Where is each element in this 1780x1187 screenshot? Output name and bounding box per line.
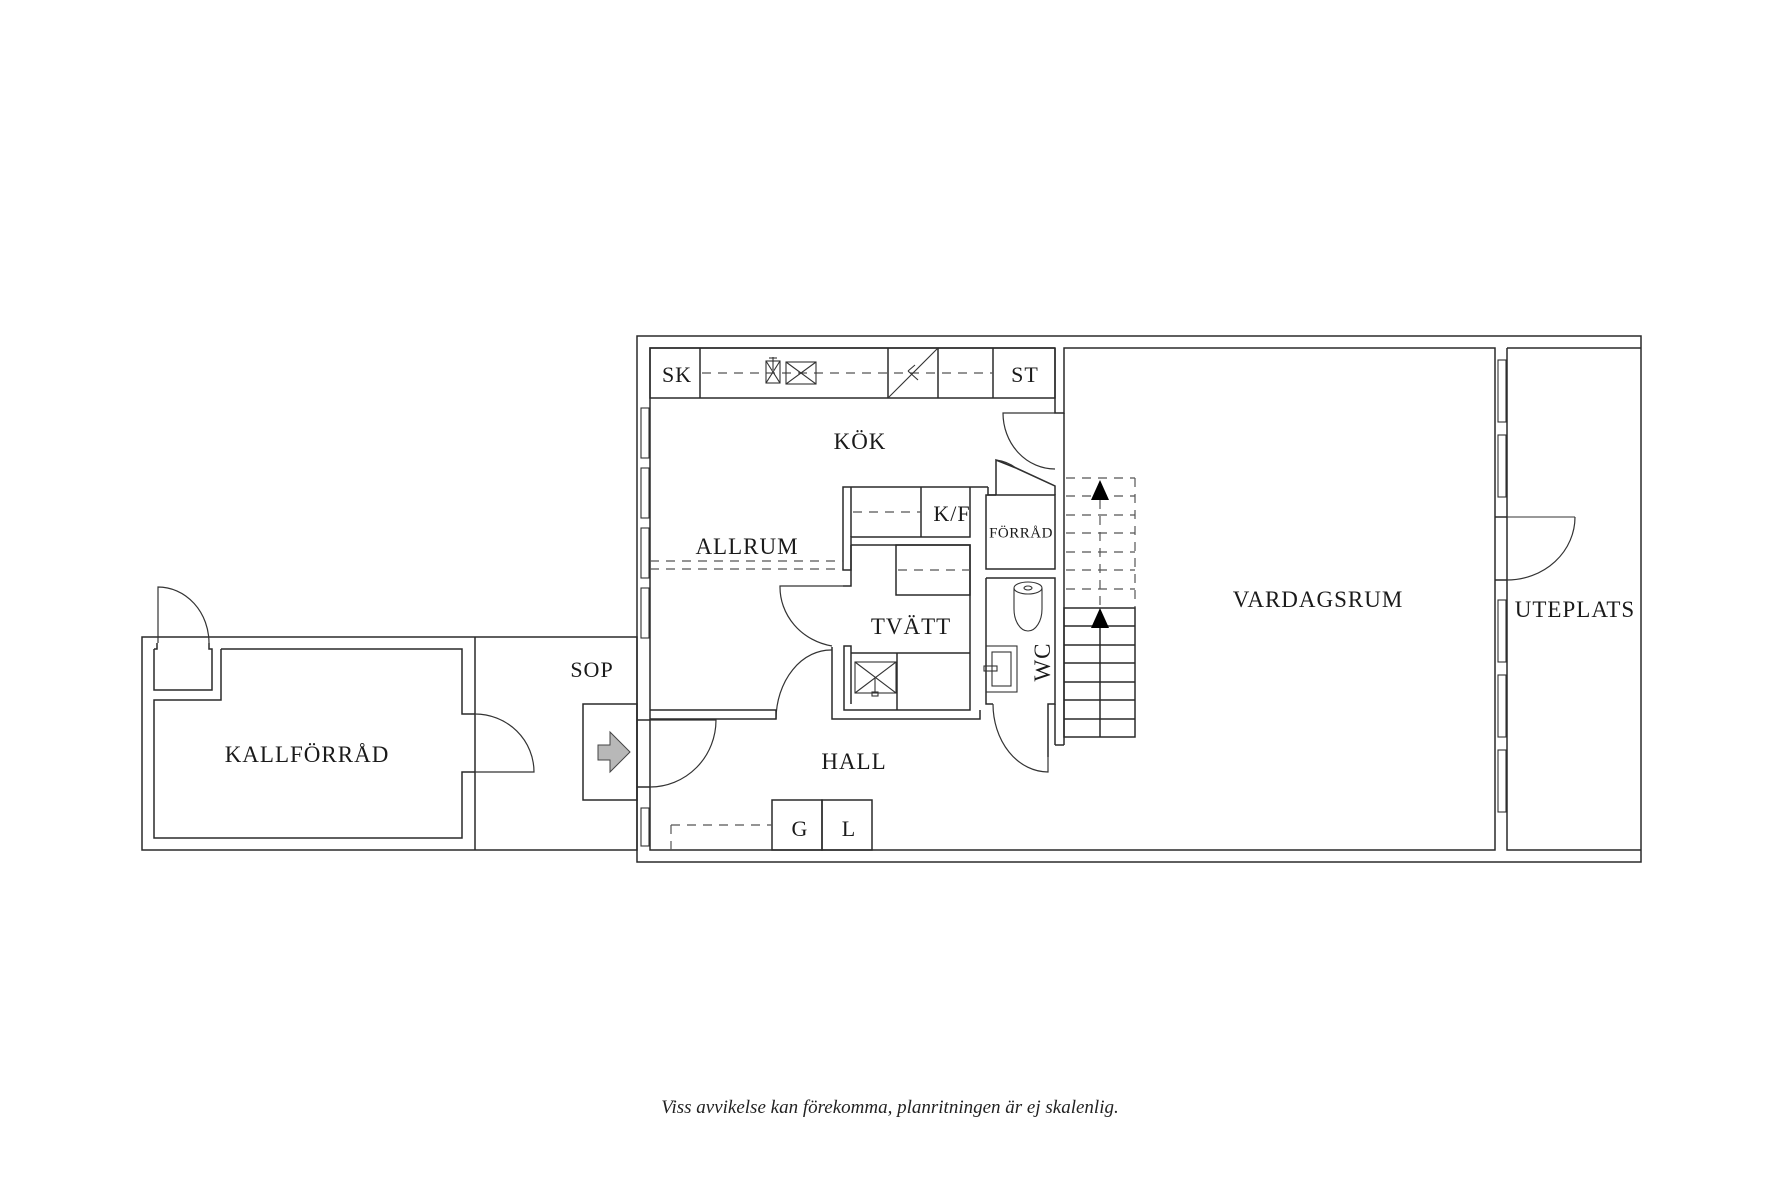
- room-label-living-room: VARDAGSRUM: [1232, 587, 1404, 612]
- kitchen-counter: [649, 347, 1056, 399]
- shower-icon: [854, 661, 897, 697]
- fixture-label-storage-cabinet: ST: [1011, 362, 1039, 387]
- toilet-icon: [1013, 581, 1043, 632]
- fridge-freezer-block: [842, 486, 996, 571]
- fixture-label-g: G: [791, 816, 809, 841]
- kitchen-door: [1002, 412, 1056, 470]
- fixture-label-sink-cabinet: SK: [661, 362, 693, 387]
- laundry-door: [779, 585, 843, 647]
- laundry-room-walls: [831, 544, 981, 720]
- wc-room: [985, 413, 1065, 757]
- sop-door: [157, 586, 210, 644]
- room-label-storage: FÖRRÅD: [989, 525, 1053, 542]
- storage-room: [985, 458, 1056, 570]
- entrance-arrow-icon: [597, 730, 631, 774]
- room-label-allrum: ALLRUM: [695, 534, 799, 559]
- room-label-sop: SOP: [570, 657, 614, 682]
- stair-up-arrow-icon: [1091, 480, 1109, 500]
- room-label-hall: HALL: [821, 749, 887, 774]
- hall-cabinets: [670, 799, 873, 851]
- disclaimer-caption: Viss avvikelse kan förekomma, planritnin…: [661, 1097, 1119, 1118]
- patio-door: [1495, 516, 1576, 581]
- allrum-hall-wall: [650, 709, 777, 720]
- kallforrad-door: [474, 713, 535, 773]
- sink-icon: [765, 357, 817, 385]
- sink-icon: [983, 645, 1018, 693]
- room-label-patio: UTEPLATS: [1514, 597, 1636, 622]
- storage-door: [995, 459, 1056, 487]
- fixture-label-fridge-freezer: K/F: [933, 501, 971, 526]
- room-label-kitchen: KÖK: [833, 429, 887, 454]
- outbuilding-walls: [141, 636, 638, 851]
- stove-icon: [887, 347, 939, 399]
- room-label-wc: WC: [1030, 642, 1055, 682]
- fixture-label-l: L: [841, 816, 857, 841]
- allrum-windows: [640, 407, 650, 847]
- allrum-door: [775, 649, 833, 720]
- vardagsrum-windows: [1497, 359, 1507, 813]
- wc-door: [992, 703, 1049, 773]
- room-label-laundry: TVÄTT: [870, 614, 952, 639]
- main-house-walls: [636, 335, 1642, 863]
- room-label-kallforrad: KALLFÖRRÅD: [224, 742, 390, 767]
- stair-up-arrow-icon: [1091, 608, 1109, 628]
- staircase: [1063, 477, 1136, 738]
